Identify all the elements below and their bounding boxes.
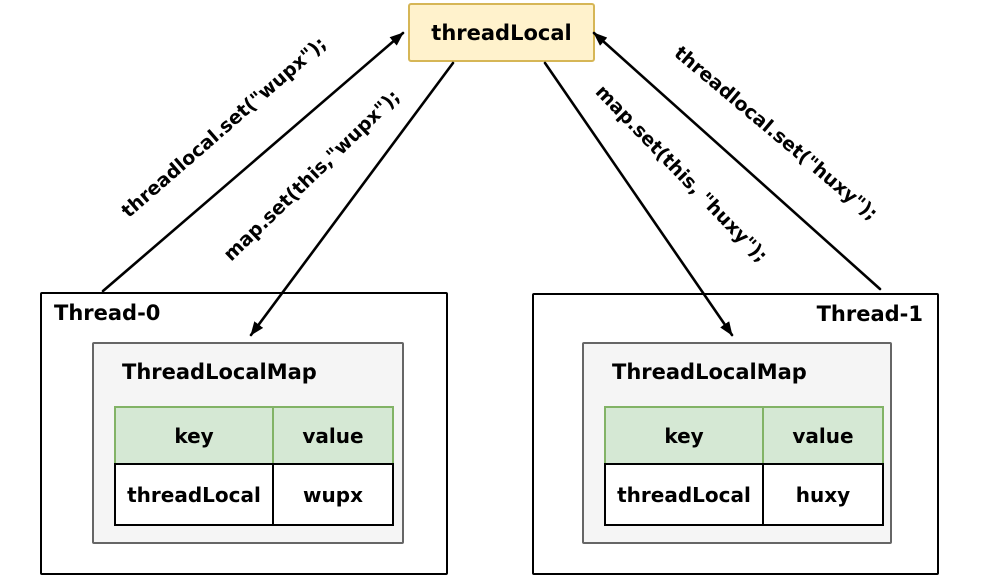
header-cell-key: key: [116, 408, 274, 463]
arrow-thread1-to-threadlocal: threadlocal.set("huxy");: [592, 31, 882, 291]
thread0-title: Thread-0: [54, 301, 161, 325]
cell-value: wupx: [303, 482, 363, 507]
thread1-title: Thread-1: [816, 302, 923, 326]
header-cell-value: value: [302, 423, 364, 448]
cell-key: threadLocal: [116, 465, 274, 524]
table-row: threadLocal huxy: [604, 463, 884, 526]
cell-key: threadLocal: [606, 465, 764, 524]
thread1-map-title: ThreadLocalMap: [612, 360, 807, 384]
table-row: threadLocal wupx: [114, 463, 394, 526]
header-cell-value: value: [792, 423, 854, 448]
thread1-table: key value threadLocal huxy: [604, 406, 884, 526]
threadlocal-box-label: threadLocal: [431, 20, 572, 45]
arrow-label-map-set-wupx: map.set(this,"wupx");: [219, 86, 404, 266]
table-header-row: key value: [114, 406, 394, 463]
header-cell-key: key: [606, 408, 764, 463]
arrow-label-threadlocal-set-wupx: threadlocal.set("wupx");: [117, 33, 330, 223]
arrow-thread0-to-threadlocal: threadlocal.set("wupx");: [101, 31, 405, 293]
threadlocal-box: threadLocal: [408, 3, 595, 62]
thread0-map-title: ThreadLocalMap: [122, 360, 317, 384]
cell-value: huxy: [795, 482, 851, 507]
thread0-map-box: ThreadLocalMap key value threadLocal wup…: [92, 342, 404, 544]
thread1-box: Thread-1 ThreadLocalMap key value thread…: [532, 293, 939, 575]
table-header-row: key value: [604, 406, 884, 463]
thread1-map-box: ThreadLocalMap key value threadLocal hux…: [582, 342, 892, 544]
arrow-label-threadlocal-set-huxy: threadlocal.set("huxy");: [670, 42, 882, 225]
thread0-box: Thread-0 ThreadLocalMap key value thread…: [40, 292, 448, 575]
thread0-table: key value threadLocal wupx: [114, 406, 394, 526]
arrow-label-map-set-huxy: map.set(this, "huxy");: [591, 81, 772, 267]
